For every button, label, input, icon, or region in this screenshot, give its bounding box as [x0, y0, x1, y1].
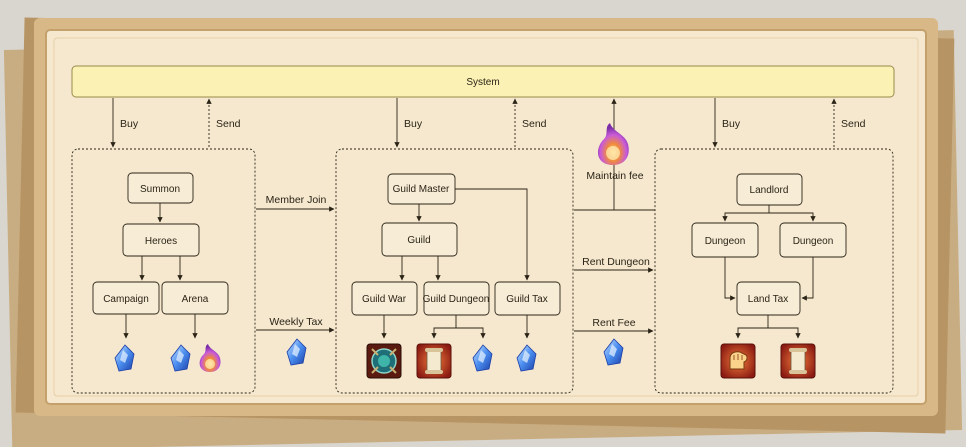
- landlord-edges: [722, 205, 816, 339]
- blue-crystal-icon: [170, 344, 191, 372]
- blue-crystal-icon: [286, 338, 307, 366]
- dungeon-a-label: Dungeon: [705, 236, 746, 247]
- guild-war-label: Guild War: [362, 294, 407, 305]
- landlord-node: [736, 173, 803, 206]
- guild-nodes: [351, 173, 561, 316]
- landlord-label: Landlord: [750, 185, 789, 196]
- card-icons: [366, 343, 816, 379]
- arena-label: Arena: [182, 294, 209, 305]
- purple-flame-icon: [597, 123, 629, 165]
- blue-crystal-icon: [516, 344, 537, 372]
- player-group: [71, 148, 256, 394]
- landlord-group: [654, 148, 894, 394]
- guild-node: [381, 222, 458, 257]
- player-nodes: [92, 172, 229, 315]
- weekly-tax-label: Weekly Tax: [269, 316, 323, 328]
- landlord-nodes: [691, 173, 847, 316]
- guild-dungeon-node: [423, 281, 490, 316]
- scroll-card-icon: [416, 343, 452, 379]
- system-label: System: [466, 77, 499, 88]
- guild-dungeon-label: Guild Dungeon: [423, 294, 490, 305]
- send-label-1: Send: [216, 118, 241, 130]
- crystal-icons: [114, 338, 624, 372]
- maintain-fee-label: Maintain fee: [586, 170, 643, 182]
- guild-label: Guild: [407, 235, 430, 246]
- land-tax-label: Land Tax: [748, 294, 788, 305]
- guild-group: [335, 148, 574, 394]
- guild-war-emblem-icon: [366, 343, 402, 379]
- land-tax-node: [736, 281, 801, 316]
- dungeon-b-label: Dungeon: [793, 236, 834, 247]
- buy-send-arrows: [110, 98, 837, 148]
- blue-crystal-icon: [472, 344, 493, 372]
- guild-tax-label: Guild Tax: [506, 294, 548, 305]
- rent-dungeon-label: Rent Dungeon: [582, 256, 650, 268]
- rent-fee-label: Rent Fee: [592, 317, 635, 329]
- guild-war-node: [351, 281, 418, 316]
- buy-label-1: Buy: [120, 118, 139, 130]
- send-label-2: Send: [522, 118, 547, 130]
- guild-edges: [381, 188, 530, 339]
- scroll-card-icon: [780, 343, 816, 379]
- flame-icons: [199, 123, 629, 372]
- guild-master-label: Guild Master: [393, 184, 450, 195]
- heroes-label: Heroes: [145, 236, 177, 247]
- buy-label-3: Buy: [722, 118, 741, 130]
- blue-crystal-icon: [114, 344, 135, 372]
- parchment-frame: [3, 17, 963, 447]
- summon-label: Summon: [140, 184, 180, 195]
- campaign-label: Campaign: [103, 294, 149, 305]
- blue-crystal-icon: [603, 338, 624, 366]
- player-edges: [123, 203, 198, 339]
- heroes-node: [122, 223, 200, 257]
- buy-label-2: Buy: [404, 118, 423, 130]
- member-join-label: Member Join: [266, 194, 327, 206]
- guild-tax-node: [494, 281, 561, 316]
- send-label-3: Send: [841, 118, 866, 130]
- system-bar: System: [71, 65, 895, 98]
- purple-flame-icon: [199, 344, 221, 372]
- summon-node: [127, 172, 194, 204]
- fist-card-icon: [720, 343, 756, 379]
